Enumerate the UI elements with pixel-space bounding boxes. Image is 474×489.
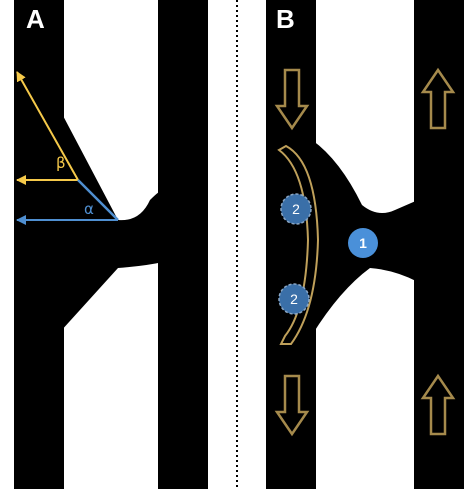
flow-down-arrow-bottom <box>274 374 310 437</box>
flow-up-arrow-bottom <box>420 373 456 436</box>
marker-2-top <box>280 193 312 225</box>
beta-angle-line <box>16 71 79 181</box>
panel-b-right-channel <box>414 0 464 489</box>
panel-b: 2 2 1 <box>266 0 464 489</box>
flow-down-arrow-top <box>274 68 310 131</box>
beta-label: β <box>56 154 66 172</box>
alpha-edge-line <box>77 179 119 221</box>
marker-1-label: 1 <box>359 235 367 251</box>
panel-a-right-channel <box>158 0 208 489</box>
panel-a-label: A <box>26 4 45 34</box>
panel-a-left-channel <box>14 0 64 489</box>
panel-a: β α <box>14 0 208 489</box>
flow-up-arrow-top <box>420 67 456 130</box>
marker-2-bottom <box>278 283 310 315</box>
marker-2-bottom-label: 2 <box>290 291 298 307</box>
marker-2-top-label: 2 <box>292 201 300 217</box>
alpha-label: α <box>84 200 94 218</box>
marker-1 <box>348 228 378 258</box>
panel-b-label: B <box>276 4 295 34</box>
